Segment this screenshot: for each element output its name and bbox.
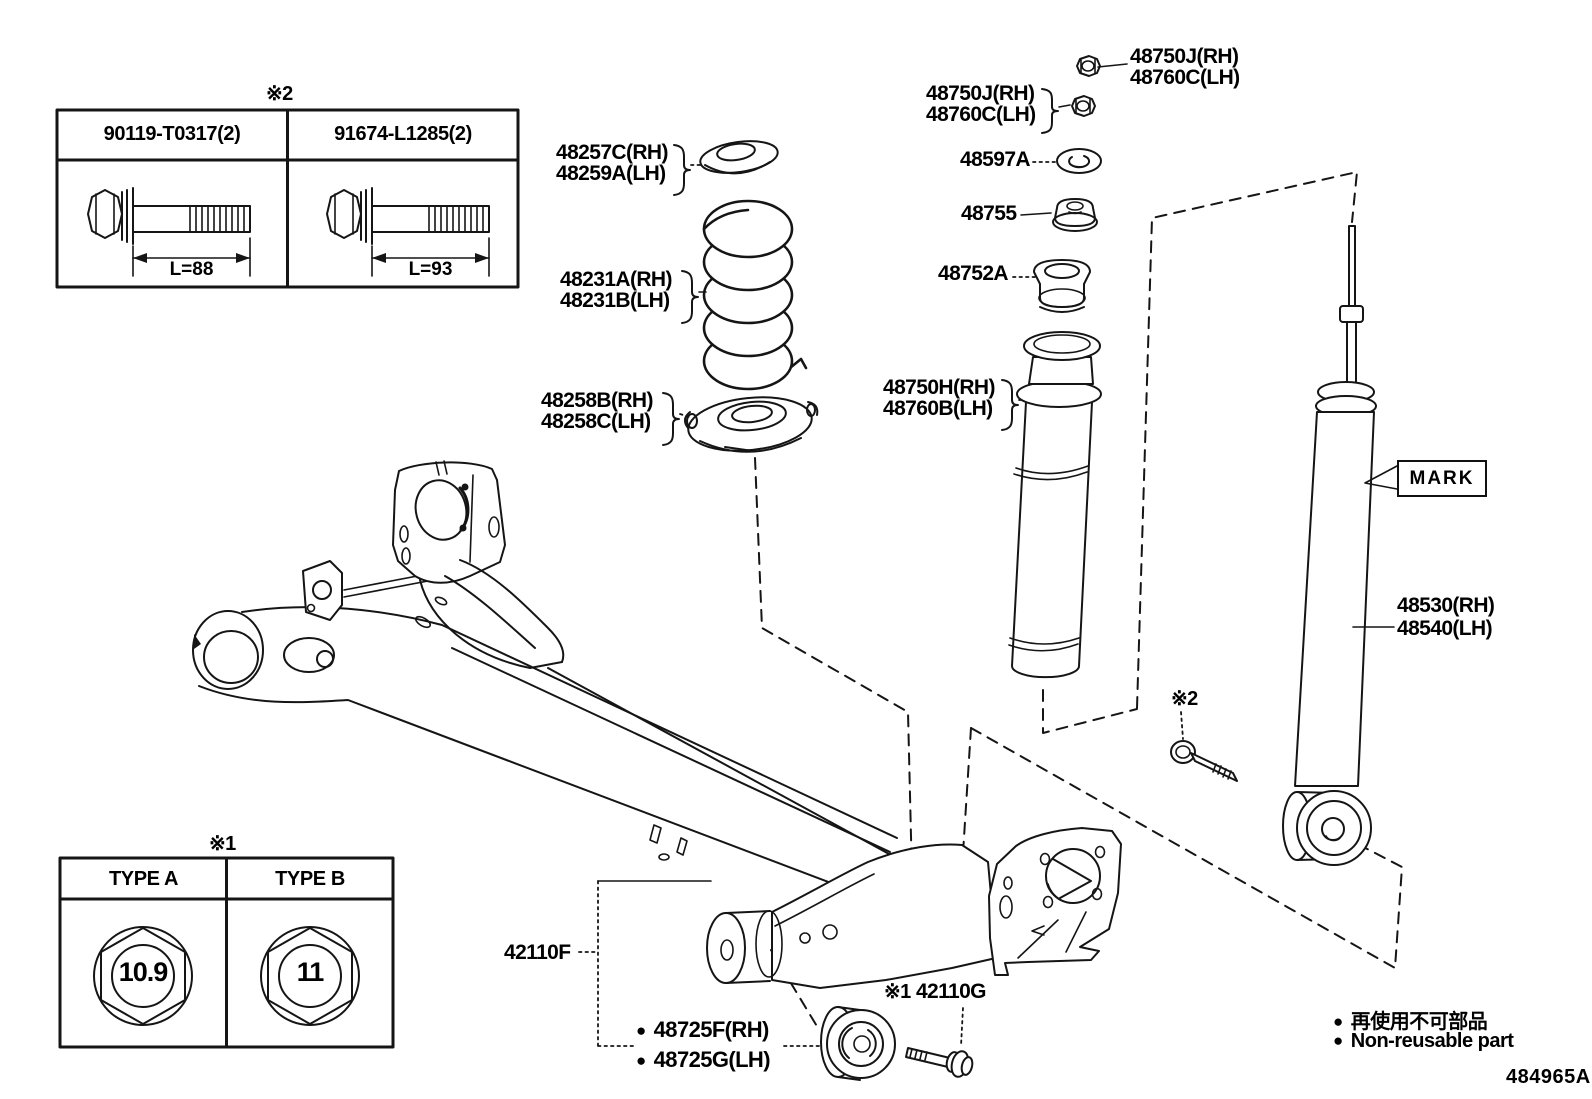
part-number: 48760C(LH) bbox=[926, 103, 1036, 126]
part-number: 48760C(LH) bbox=[1130, 66, 1240, 89]
bolt-spec-table bbox=[55, 108, 520, 289]
collar-drawing bbox=[1033, 259, 1091, 313]
bolt-length-1: L=88 bbox=[169, 259, 214, 280]
part-number: 48760B(LH) bbox=[883, 397, 993, 420]
coil-spring-drawing bbox=[702, 199, 808, 391]
legend-bullet: ● bbox=[1333, 1012, 1343, 1031]
washer-drawing bbox=[1056, 148, 1102, 174]
part-number: 48750H(RH) bbox=[883, 376, 995, 399]
part-number: 48540(LH) bbox=[1397, 617, 1493, 640]
part-number: 48231A(RH) bbox=[560, 268, 672, 291]
ref-mark-bolt-table: ※2 bbox=[266, 83, 293, 105]
legend-bullet: ● bbox=[1333, 1031, 1343, 1050]
spring-upper-seat-drawing bbox=[699, 140, 779, 175]
label-leader-lines bbox=[578, 63, 1398, 1047]
part-number: 48259A(LH) bbox=[556, 162, 666, 185]
mark-callout: MARK bbox=[1397, 460, 1487, 497]
non-reusable-bullet: ● bbox=[636, 1021, 646, 1040]
ref-mark-shock-bolt: ※2 bbox=[1171, 688, 1198, 710]
label-spring-upper-seat: 48257C(RH) 48259A(LH) bbox=[556, 142, 668, 184]
nut-marking-2: 11 bbox=[296, 957, 325, 987]
bump-stop-drawing bbox=[1052, 198, 1098, 232]
bolt-table-header-1: 90119-T0317(2) bbox=[103, 123, 241, 145]
part-number: 48258C(LH) bbox=[541, 410, 651, 433]
part-number: 48258B(RH) bbox=[541, 389, 653, 412]
part-number: ●48725G(LH) bbox=[636, 1047, 771, 1072]
ref-mark: ※1 bbox=[884, 981, 911, 1003]
spring-lower-seat-drawing bbox=[684, 396, 819, 453]
nut-table-header-2: TYPE B bbox=[275, 868, 345, 890]
part-number: 48530(RH) bbox=[1397, 594, 1495, 617]
trailing-arm-bushing-drawing bbox=[820, 1006, 896, 1081]
part-number: ●48725F(RH) bbox=[636, 1017, 769, 1042]
part-number: 48257C(RH) bbox=[556, 141, 668, 164]
shock-absorber-drawing bbox=[1282, 225, 1377, 866]
label-bump-stop: 48755 bbox=[961, 202, 1017, 225]
label-spring-lower-seat: 48258B(RH) 48258C(LH) bbox=[541, 390, 653, 432]
non-reusable-bullet: ● bbox=[636, 1051, 646, 1070]
label-washer: 48597A bbox=[960, 148, 1031, 171]
nut-table-header-1: TYPE A bbox=[108, 868, 179, 890]
label-collar: 48752A bbox=[938, 262, 1009, 285]
ref-mark-nut-table: ※1 bbox=[209, 833, 236, 855]
figure-number: 484965A bbox=[1506, 1066, 1591, 1088]
label-bushing: ●48725F(RH) ●48725G(LH) bbox=[636, 1016, 771, 1076]
nut-drawing-upper bbox=[1076, 55, 1101, 77]
legend-non-reusable-jp: ●再使用不可部品 bbox=[1333, 1011, 1488, 1033]
part-number: 42110G bbox=[915, 980, 987, 1003]
part-number: 48231B(LH) bbox=[560, 289, 670, 312]
nut-spec-table bbox=[58, 856, 395, 1049]
legend-non-reusable-en: ●Non-reusable part bbox=[1333, 1030, 1514, 1052]
nut-marking-1: 10.9 bbox=[118, 957, 169, 987]
label-coil-spring: 48231A(RH) 48231B(LH) bbox=[560, 269, 672, 311]
label-nut-lower: 48750J(RH) 48760C(LH) bbox=[926, 83, 1036, 125]
axle-beam-drawing bbox=[192, 460, 1122, 989]
dust-cover-drawing bbox=[1008, 331, 1102, 679]
label-shock-absorber: 48530(RH) 48540(LH) bbox=[1397, 594, 1495, 640]
part-number: 48750J(RH) bbox=[926, 82, 1035, 105]
axle-bolt-drawing bbox=[905, 1007, 974, 1078]
shock-bolt-drawing bbox=[1170, 711, 1238, 782]
label-nut-upper: 48750J(RH) 48760C(LH) bbox=[1130, 46, 1240, 88]
part-number: 48750J(RH) bbox=[1130, 45, 1239, 68]
bolt-table-header-2: 91674-L1285(2) bbox=[334, 123, 472, 145]
label-axle-beam: 42110F bbox=[504, 941, 571, 964]
label-axle-bolt: ※1 42110G bbox=[884, 980, 987, 1003]
bolt-length-2: L=93 bbox=[408, 259, 453, 280]
nut-drawing-lower bbox=[1071, 95, 1096, 117]
label-dust-cover: 48750H(RH) 48760B(LH) bbox=[883, 377, 995, 419]
